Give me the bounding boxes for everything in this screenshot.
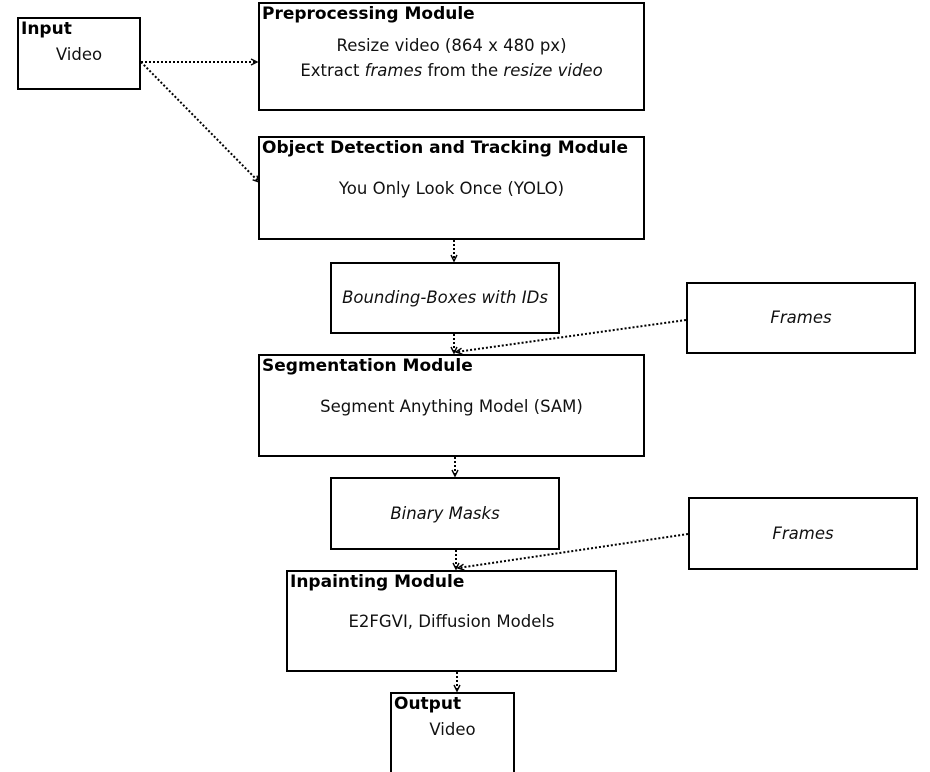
input-box: Input Video [17, 17, 141, 90]
output-box: Output Video [390, 692, 515, 772]
extract-frames-word: frames [364, 61, 423, 80]
extract-middle: from the [422, 61, 504, 80]
sam-text: Segment Anything Model (SAM) [320, 397, 583, 416]
extract-prefix: Extract [300, 61, 365, 80]
frames-box-1: Frames [686, 282, 916, 354]
yolo-text: You Only Look Once (YOLO) [338, 179, 565, 198]
preprocessing-module-title: Preprocessing Module [262, 4, 475, 24]
binary-masks-box: Binary Masks [330, 477, 560, 550]
frames-box-2: Frames [688, 497, 918, 570]
inpainting-module-box: Inpainting Module E2FGVI, Diffusion Mode… [286, 570, 617, 672]
preprocessing-module-box: Preprocessing Module Resize video (864 x… [258, 2, 645, 111]
object-detection-module-box: Object Detection and Tracking Module You… [258, 136, 645, 240]
extract-resize-video: resize video [503, 61, 603, 80]
object-detection-module-title: Object Detection and Tracking Module [262, 138, 628, 158]
segmentation-module-title: Segmentation Module [262, 356, 473, 376]
preprocessing-resize-text: Resize video (864 x 480 px) [336, 36, 567, 55]
output-title: Output [394, 694, 462, 714]
inpainting-text: E2FGVI, Diffusion Models [348, 612, 555, 631]
frames-text-2: Frames [772, 523, 834, 543]
bounding-boxes-text: Bounding-Boxes with IDs [342, 288, 548, 307]
binary-masks-text: Binary Masks [390, 503, 500, 523]
input-text: Video [55, 45, 103, 64]
preprocessing-extract-text: Extract frames from the resize video [260, 60, 643, 82]
inpainting-module-title: Inpainting Module [290, 572, 465, 592]
segmentation-module-box: Segmentation Module Segment Anything Mod… [258, 354, 645, 457]
output-text: Video [429, 720, 476, 739]
arrow-input-to-detection [140, 61, 259, 182]
bounding-boxes-box: Bounding-Boxes with IDs [330, 262, 560, 334]
input-title: Input [21, 19, 72, 39]
frames-text-1: Frames [770, 308, 832, 327]
